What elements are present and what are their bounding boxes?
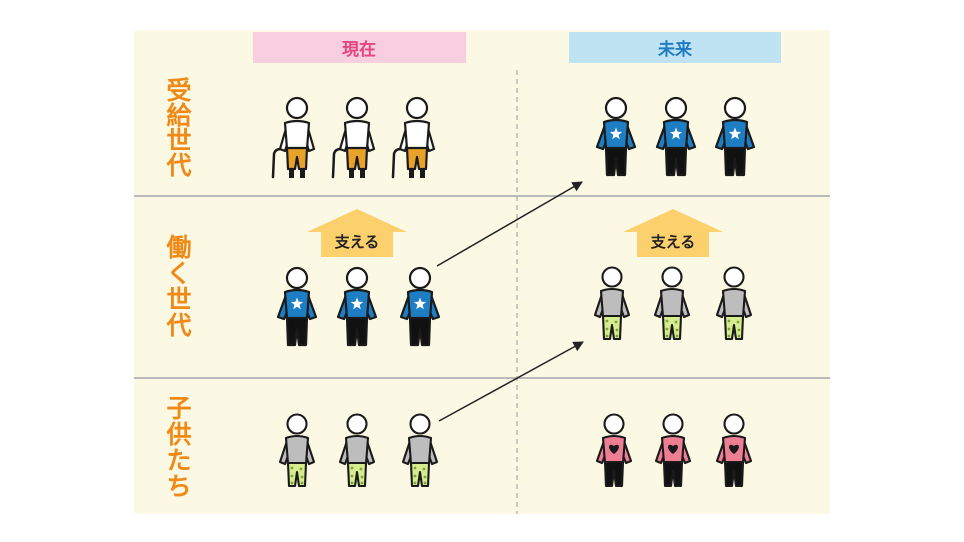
- worker-star-shirt-icon: [595, 96, 637, 177]
- child-dotted-pants-icon: [278, 413, 316, 488]
- svg-text:た: た: [166, 446, 191, 475]
- svg-text:世: 世: [166, 126, 191, 155]
- row-label-children: 子 供 た ち: [165, 394, 191, 501]
- support-arrow-future: 支える: [623, 209, 723, 257]
- worker-star-shirt-icon: [336, 266, 378, 347]
- svg-text:現在: 現在: [342, 39, 376, 60]
- row-label-receiving: 受 給 世 代: [165, 76, 192, 180]
- child-dotted-pants-icon: [653, 266, 691, 341]
- elderly-person-with-cane-icon: [391, 96, 436, 179]
- worker-star-shirt-icon: [655, 96, 697, 177]
- svg-text:働: 働: [165, 233, 191, 262]
- kid-heart-shirt-icon: [715, 413, 753, 488]
- column-header-future: 未来: [569, 32, 781, 63]
- worker-star-shirt-icon: [399, 266, 441, 347]
- svg-text:代: 代: [165, 151, 191, 180]
- child-dotted-pants-icon: [338, 413, 376, 488]
- kid-heart-shirt-icon: [595, 413, 633, 488]
- svg-text:未来: 未来: [657, 39, 693, 60]
- child-dotted-pants-icon: [401, 413, 439, 488]
- svg-text:世: 世: [166, 285, 191, 314]
- support-arrow-present: 支える: [307, 209, 407, 257]
- svg-text:給: 給: [166, 101, 192, 130]
- svg-text:子: 子: [166, 394, 191, 423]
- elderly-person-with-cane-icon: [331, 96, 376, 179]
- transition-arrow-child-to-worker: [438, 341, 584, 422]
- elderly-person-with-cane-icon: [271, 96, 316, 179]
- svg-text:く: く: [166, 259, 191, 288]
- svg-text:代: 代: [165, 311, 191, 340]
- figures-layer: [271, 96, 756, 488]
- svg-text:支える: 支える: [334, 233, 380, 251]
- column-header-present: 現在: [253, 32, 466, 63]
- row-label-working: 働 く 世 代: [165, 233, 191, 340]
- child-dotted-pants-icon: [715, 266, 753, 341]
- svg-text:供: 供: [165, 420, 191, 449]
- child-dotted-pants-icon: [593, 266, 631, 341]
- worker-star-shirt-icon: [714, 96, 756, 177]
- kid-heart-shirt-icon: [654, 413, 692, 488]
- svg-text:支える: 支える: [650, 233, 696, 251]
- transition-arrow-working-to-elder: [436, 181, 583, 267]
- svg-text:ち: ち: [166, 472, 191, 501]
- diagram-background: [134, 30, 830, 514]
- svg-text:受: 受: [166, 76, 191, 105]
- worker-star-shirt-icon: [276, 266, 318, 347]
